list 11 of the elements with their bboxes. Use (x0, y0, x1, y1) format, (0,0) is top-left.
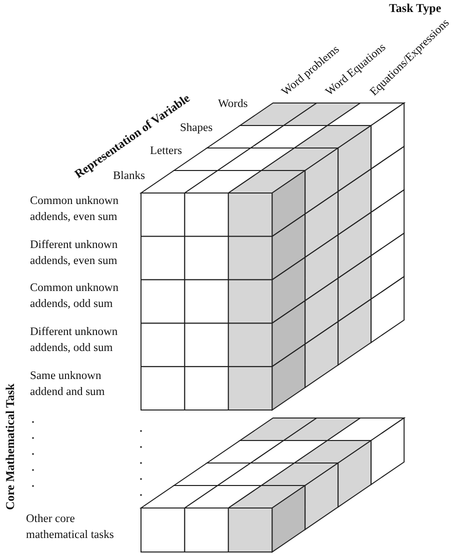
axis-title: Core Mathematical Task (4, 384, 17, 510)
layer-label: Words (218, 98, 248, 111)
row-label: Other core mathematical tasks (26, 512, 115, 543)
layer-label: Shapes (180, 122, 213, 135)
row-label: Different unknown addends, odd sum (30, 325, 119, 356)
layer-label: Letters (150, 145, 182, 158)
axis-title: Task Type (389, 2, 442, 15)
row-label: Common unknown addends, even sum (30, 194, 120, 225)
row-label: Common unknown addends, odd sum (30, 281, 120, 312)
row-label: Same unknown addend and sum (30, 369, 106, 400)
row-label: Different unknown addends, even sum (30, 238, 119, 269)
